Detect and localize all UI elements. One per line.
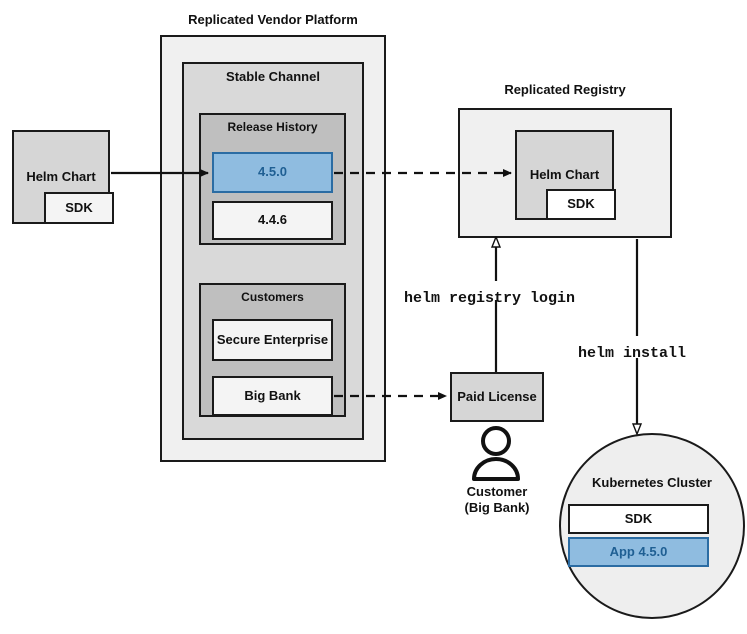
registry-sdk-box[interactable]: SDK xyxy=(546,189,616,220)
customer-actor-line2: (Big Bank) xyxy=(464,499,530,515)
release-version-label: 4.4.6 xyxy=(258,212,287,228)
paid-license-box[interactable]: Paid License xyxy=(450,372,544,422)
customer-name-label: Secure Enterprise xyxy=(216,331,329,347)
customer-actor-caption: Customer (Big Bank) xyxy=(437,484,557,515)
registry-sdk-label: SDK xyxy=(567,196,595,212)
customer-actor-line1: Customer xyxy=(466,484,528,499)
cluster-label: Kubernetes Cluster xyxy=(592,475,712,490)
release-version-label: 4.5.0 xyxy=(258,164,287,180)
source-sdk-label: SDK xyxy=(65,199,93,215)
helm-registry-login-command: helm registry login xyxy=(404,290,576,307)
source-helm-chart-label: Helm Chart xyxy=(26,168,96,184)
person-icon xyxy=(472,426,520,481)
release-item-4-4-6[interactable]: 4.4.6 xyxy=(212,201,333,240)
customer-item-secure-enterprise[interactable]: Secure Enterprise xyxy=(212,319,333,361)
release-item-4-5-0[interactable]: 4.5.0 xyxy=(212,152,333,193)
registry-title: Replicated Registry xyxy=(504,82,626,97)
registry-helm-chart-label: Helm Chart xyxy=(529,166,600,182)
source-sdk-box[interactable]: SDK xyxy=(44,192,114,224)
cluster-component-label: App 4.5.0 xyxy=(609,543,668,559)
customers-label: Customers xyxy=(241,290,304,304)
customer-item-big-bank[interactable]: Big Bank xyxy=(212,376,333,416)
vendor-platform-title: Replicated Vendor Platform xyxy=(188,12,358,27)
stable-channel-label: Stable Channel xyxy=(226,69,320,84)
cluster-component-sdk[interactable]: SDK xyxy=(568,504,709,534)
paid-license-label: Paid License xyxy=(457,388,537,404)
release-history-label: Release History xyxy=(227,120,318,134)
cluster-component-label: SDK xyxy=(624,510,653,526)
cluster-component-app[interactable]: App 4.5.0 xyxy=(568,537,709,567)
helm-install-command: helm install xyxy=(578,345,687,362)
customer-name-label: Big Bank xyxy=(244,387,301,403)
